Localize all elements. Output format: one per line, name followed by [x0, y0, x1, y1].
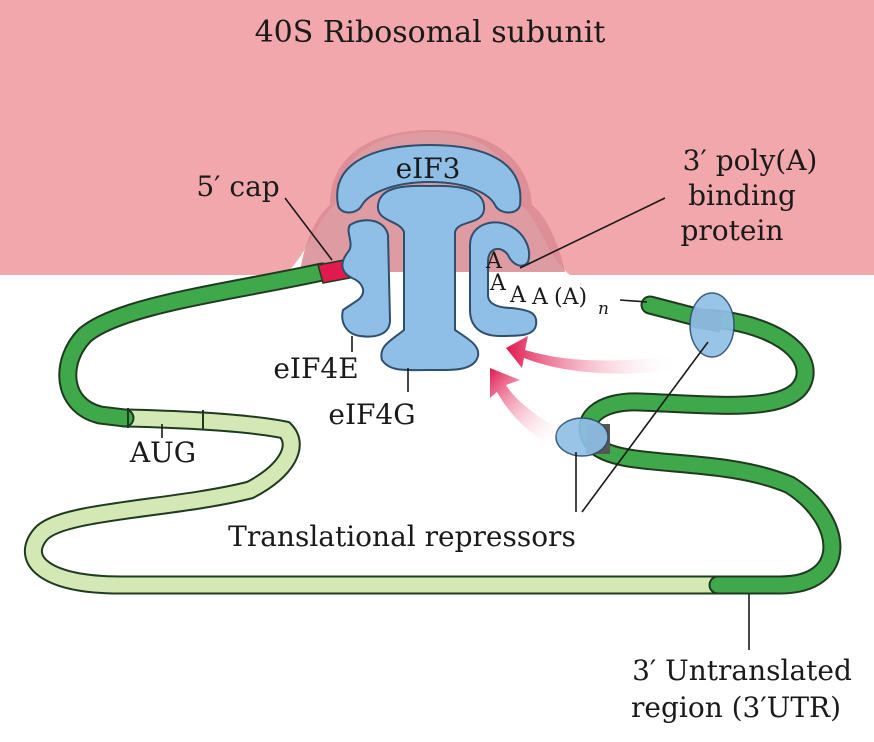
polya-letter-3: A	[509, 283, 527, 308]
polya-letter-2: A	[489, 271, 507, 296]
repressor-arrow-upper	[506, 336, 680, 374]
eif4e-protein	[341, 219, 392, 338]
ribosome-title: 40S Ribosomal subunit	[255, 15, 606, 50]
polya-letter-4: A	[531, 285, 549, 310]
cap-label: 5′ cap	[196, 170, 279, 203]
eif3-protein	[336, 143, 522, 214]
mrna-5utr-fill	[60, 264, 330, 426]
repressor-leader-upper	[581, 341, 709, 513]
ribosome-40s	[0, 0, 874, 275]
utr-label-line2: region (3′UTR)	[631, 691, 841, 724]
eif3-label: eIF3	[396, 152, 461, 185]
pabp-label-line3: protein	[681, 214, 784, 247]
eif4g-label: eIF4G	[328, 398, 415, 431]
mrna-coding-fill	[26, 410, 726, 593]
aug-label: AUG	[129, 436, 196, 469]
cap-leader	[284, 197, 333, 261]
translational-repressor-upper	[689, 292, 735, 358]
polya-letter-1: A	[485, 249, 503, 274]
repressor-arrow-lower	[490, 368, 560, 445]
eif4g-protein	[376, 184, 486, 372]
polya-leader	[619, 299, 648, 303]
translational-repressor-lower	[555, 417, 609, 457]
polya-n-subscript: n	[598, 299, 609, 319]
repressors-label: Translational repressors	[228, 520, 576, 553]
utr-label-line1: 3′ Untranslated	[632, 654, 852, 687]
poly-a-binding-protein	[469, 221, 538, 338]
pabp-leader	[519, 197, 666, 269]
polya-tail: (A)	[554, 285, 587, 310]
pabp-label-line1: 3′ poly(A)	[683, 144, 818, 177]
mrna-3utr-fill	[580, 297, 840, 593]
pabp-label-line2: binding	[688, 179, 796, 212]
eif4e-label: eIF4E	[273, 352, 358, 385]
